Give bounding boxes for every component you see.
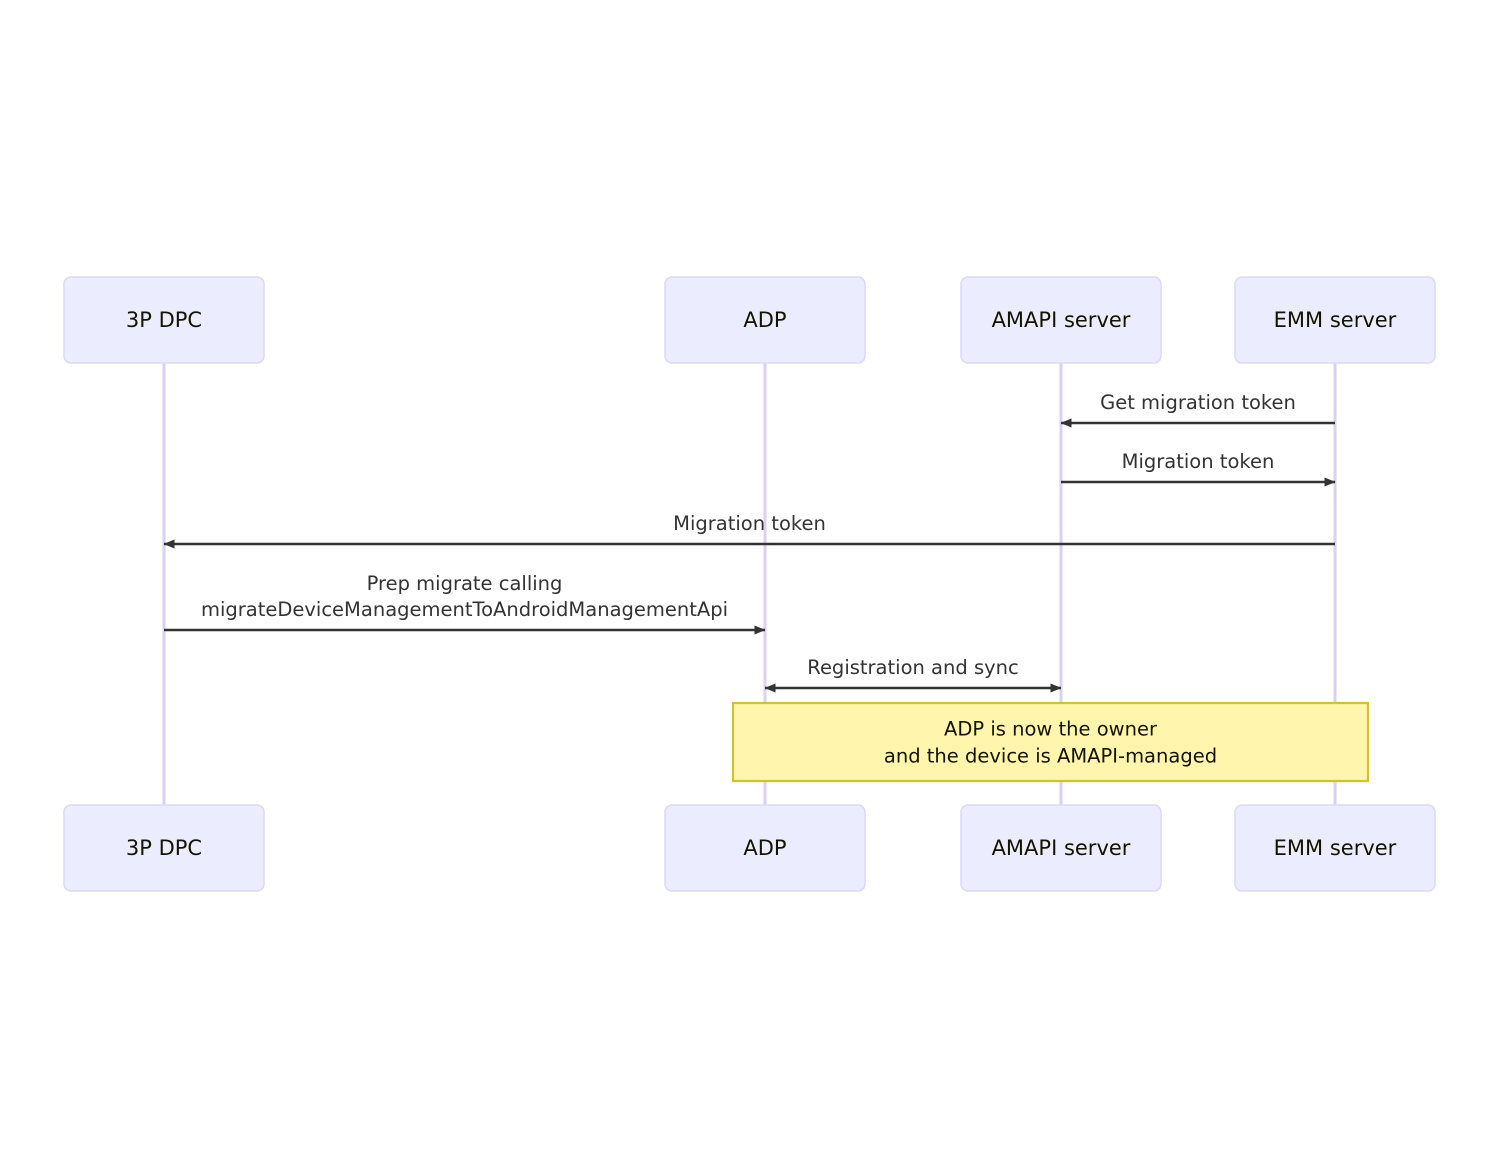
actor-label-emm-bottom: EMM server [1274, 836, 1397, 860]
message-m3: Migration token [163, 512, 1335, 549]
note-n1: ADP is now the owner and the device is AM… [731, 701, 1370, 783]
actor-dpc-bottom[interactable]: 3P DPC [63, 804, 265, 892]
actor-box-adp-bottom [664, 804, 866, 892]
actor-emm-top[interactable]: EMM server [1234, 276, 1436, 364]
actor-amapi-top[interactable]: AMAPI server [960, 276, 1162, 364]
actor-adp-bottom[interactable]: ADP [664, 804, 866, 892]
message-label-m1: Get migration token [1100, 391, 1296, 414]
actor-box-emm-top [1234, 276, 1436, 364]
message-label-m3: Migration token [673, 512, 826, 535]
actor-dpc-top[interactable]: 3P DPC [63, 276, 265, 364]
message-label-m5: Registration and sync [807, 656, 1018, 679]
actor-label-amapi-bottom: AMAPI server [992, 836, 1131, 860]
message-m2: Migration token [1061, 450, 1336, 487]
actor-box-adp-top [664, 276, 866, 364]
message-m4: Prep migrate calling migrateDeviceManagem… [164, 572, 766, 635]
actor-boxes-bottom-group: 3P DPC ADP AMAPI server EMM server [63, 804, 1436, 892]
message-m1: Get migration token [1060, 391, 1335, 428]
actor-label-adp-top: ADP [743, 308, 786, 332]
actor-box-dpc-top [63, 276, 265, 364]
actor-label-adp-bottom: ADP [743, 836, 786, 860]
actor-box-dpc-bottom [63, 804, 265, 892]
actor-label-dpc-bottom: 3P DPC [126, 836, 202, 860]
note-box-n1 [731, 701, 1370, 783]
actor-boxes-top-group: 3P DPC ADP AMAPI server EMM server [63, 276, 1436, 364]
actor-box-amapi-top [960, 276, 1162, 364]
actor-emm-bottom[interactable]: EMM server [1234, 804, 1436, 892]
actor-box-emm-bottom [1234, 804, 1436, 892]
actor-label-emm-top: EMM server [1274, 308, 1397, 332]
notes-group: ADP is now the owner and the device is AM… [731, 701, 1370, 783]
actor-label-dpc-top: 3P DPC [126, 308, 202, 332]
actor-box-amapi-bottom [960, 804, 1162, 892]
message-m5: Registration and sync [764, 656, 1062, 693]
note-text-n1: and the device is AMAPI-managed [884, 745, 1217, 768]
actor-adp-top[interactable]: ADP [664, 276, 866, 364]
note-text-n1: ADP is now the owner [944, 718, 1158, 741]
actor-label-amapi-top: AMAPI server [992, 308, 1131, 332]
message-label-m2: Migration token [1122, 450, 1275, 473]
actor-amapi-bottom[interactable]: AMAPI server [960, 804, 1162, 892]
message-label-m4: migrateDeviceManagementToAndroidManageme… [201, 598, 728, 621]
message-label-m4: Prep migrate calling [367, 572, 563, 595]
